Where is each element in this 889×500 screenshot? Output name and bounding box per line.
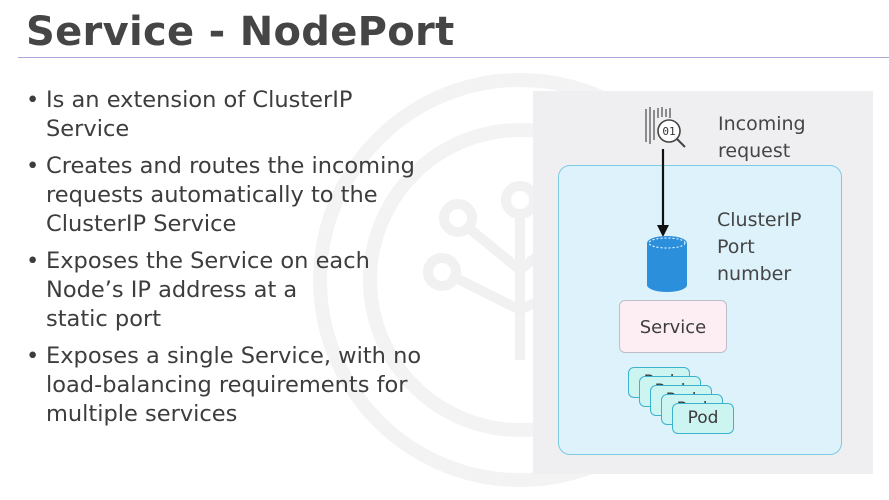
bullet-text: Is an extension of ClusterIP Service	[46, 87, 353, 142]
bullet-marker: •	[26, 248, 40, 274]
bullet-text: Exposes the Service on each Node’s IP ad…	[46, 248, 370, 332]
nodeport-diagram: 01 Incoming request ClusterIP Port numbe…	[533, 91, 873, 474]
arrow-down-icon	[657, 149, 669, 237]
bullet-item: • Exposes a single Service, with no load…	[22, 342, 492, 429]
service-box: Service	[619, 300, 727, 353]
bullet-list: • Is an extension of ClusterIP Service •…	[22, 86, 492, 437]
bullet-item: • Is an extension of ClusterIP Service	[22, 86, 492, 144]
title-divider	[18, 57, 889, 58]
binary-data-search-icon: 01	[645, 107, 686, 148]
incoming-icon-text: 01	[662, 125, 675, 138]
bullet-marker: •	[26, 87, 40, 113]
bullet-text: Exposes a single Service, with no load-b…	[46, 343, 422, 427]
clusterip-port-label: ClusterIP Port number	[717, 209, 802, 285]
bullet-item: • Exposes the Service on each Node’s IP …	[22, 247, 492, 334]
cylinder-port-icon	[647, 236, 687, 292]
bullet-marker: •	[26, 153, 40, 179]
pod-box: Pod	[672, 403, 734, 434]
bullet-item: • Creates and routes the incoming reques…	[22, 152, 492, 239]
bullet-marker: •	[26, 343, 40, 369]
page-title: Service - NodePort	[26, 9, 455, 55]
incoming-request-label: Incoming request	[718, 113, 806, 162]
bullet-text: Creates and routes the incoming requests…	[46, 153, 415, 237]
